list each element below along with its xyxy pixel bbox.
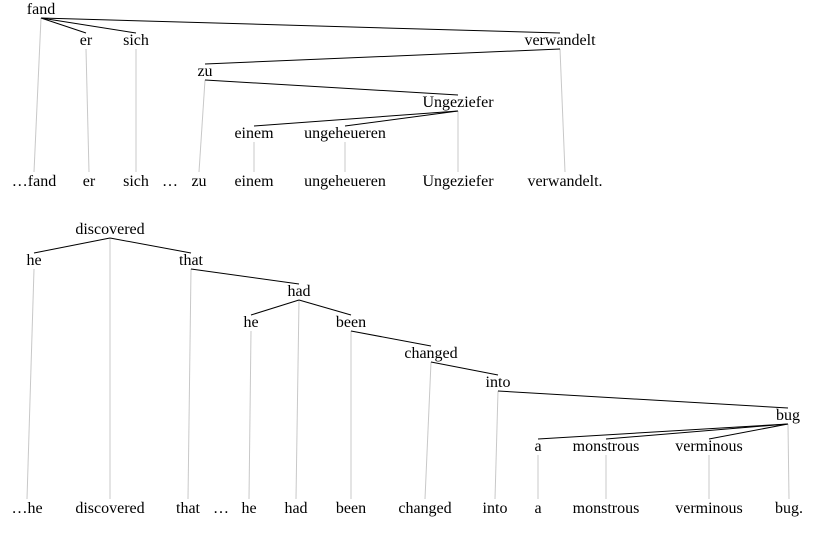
tree-node-english-he2: he: [243, 314, 258, 331]
edge-german-fand-to-er: [40, 17, 87, 34]
sentence-word-english-verminous: verminous: [675, 500, 743, 517]
tree-node-english-monstrous: monstrous: [573, 438, 640, 455]
projection-german-zu: [198, 79, 206, 173]
edge-english-bug-to-monstrous: [605, 423, 789, 440]
tree-node-english-he1: he: [26, 252, 41, 269]
sentence-word-german-zu: zu: [191, 173, 206, 190]
sentence-word-german-einem: einem: [234, 173, 274, 190]
tree-node-english-discovered: discovered: [75, 221, 144, 238]
edge-english-changed-to-into: [430, 361, 499, 376]
edge-english-had-to-been: [298, 299, 352, 316]
dependency-edges: [33, 17, 789, 440]
projection-german-fand: [33, 17, 42, 173]
projection-lines: [26, 17, 790, 500]
projection-english-he2: [248, 330, 252, 500]
sentence-word-german-sich: sich: [123, 173, 149, 190]
edge-german-fand-to-verwandelt: [40, 17, 561, 34]
projection-english-that: [187, 268, 192, 500]
edge-english-been-to-changed: [350, 330, 432, 347]
projection-english-into: [494, 390, 499, 500]
projection-english-changed: [424, 361, 432, 500]
sentence-word-english-had: had: [284, 500, 307, 517]
edge-english-discovered-to-that: [109, 237, 192, 254]
tree-node-german-zu: zu: [197, 63, 212, 80]
sentence-word-german-verwandelt: verwandelt.: [527, 173, 602, 190]
sentence-word-german-ungeziefer: Ungeziefer: [422, 173, 494, 190]
sentence-word-english-he: …he: [11, 500, 42, 517]
tree-node-english-that: that: [179, 252, 204, 269]
sentence-word-german-er: er: [83, 173, 96, 190]
sentence-word-english-ellipsis: …: [213, 500, 229, 517]
tree-node-english-bug: bug: [776, 407, 800, 424]
tree-node-english-a: a: [534, 438, 541, 455]
tree-node-german-sich: sich: [123, 32, 149, 49]
edge-english-bug-to-verminous: [708, 423, 789, 440]
tree-node-english-changed: changed: [404, 345, 457, 362]
tree-node-german-ungeheueren: ungeheueren: [304, 125, 386, 142]
edge-english-into-to-bug: [497, 390, 789, 409]
sentence-word-english-bug: bug.: [775, 500, 803, 517]
projection-english-bug: [787, 423, 790, 500]
sentence-word-german-ellipsis: …: [162, 173, 178, 190]
sentence-word-english-monstrous: monstrous: [573, 500, 640, 517]
tree-node-german-er: er: [80, 32, 93, 49]
sentence-word-english-that: that: [176, 500, 201, 517]
sentence-word-english-been: been: [336, 500, 366, 517]
projection-english-had: [295, 299, 300, 500]
projection-german-verwandelt: [559, 48, 566, 173]
sentence-word-german-ungeheueren: ungeheueren: [304, 173, 386, 190]
tree-node-english-into: into: [486, 374, 511, 391]
sentence-word-german-fand: …fand: [12, 173, 56, 190]
tree-node-german-einem: einem: [234, 125, 274, 142]
sentence-word-english-into: into: [483, 500, 508, 517]
edge-german-verwandelt-to-zu: [204, 48, 561, 65]
tree-node-german-ungeziefer: Ungeziefer: [422, 94, 494, 111]
edge-english-that-to-had: [190, 268, 300, 285]
tree-node-german-fand: fand: [27, 1, 55, 18]
edge-german-fand-to-sich: [40, 17, 137, 34]
edge-german-ungeziefer-to-ungeheueren: [344, 110, 459, 127]
tree-node-english-had: had: [287, 283, 310, 300]
edge-english-bug-to-a: [537, 423, 789, 440]
tree-node-english-been: been: [336, 314, 366, 331]
sentence-word-english-he: he: [241, 500, 256, 517]
edge-english-discovered-to-he1: [33, 237, 111, 254]
projection-german-er: [85, 48, 90, 173]
edge-german-zu-to-ungeziefer: [204, 79, 459, 96]
sentence-word-english-changed: changed: [398, 500, 451, 517]
sentence-word-english-discovered: discovered: [75, 500, 144, 517]
projection-english-he1: [26, 268, 35, 500]
edge-english-had-to-he2: [250, 299, 300, 316]
sentence-word-english-a: a: [534, 500, 541, 517]
edge-german-ungeziefer-to-einem: [253, 110, 459, 127]
tree-node-english-verminous: verminous: [675, 438, 743, 455]
tree-node-german-verwandelt: verwandelt: [524, 32, 596, 49]
